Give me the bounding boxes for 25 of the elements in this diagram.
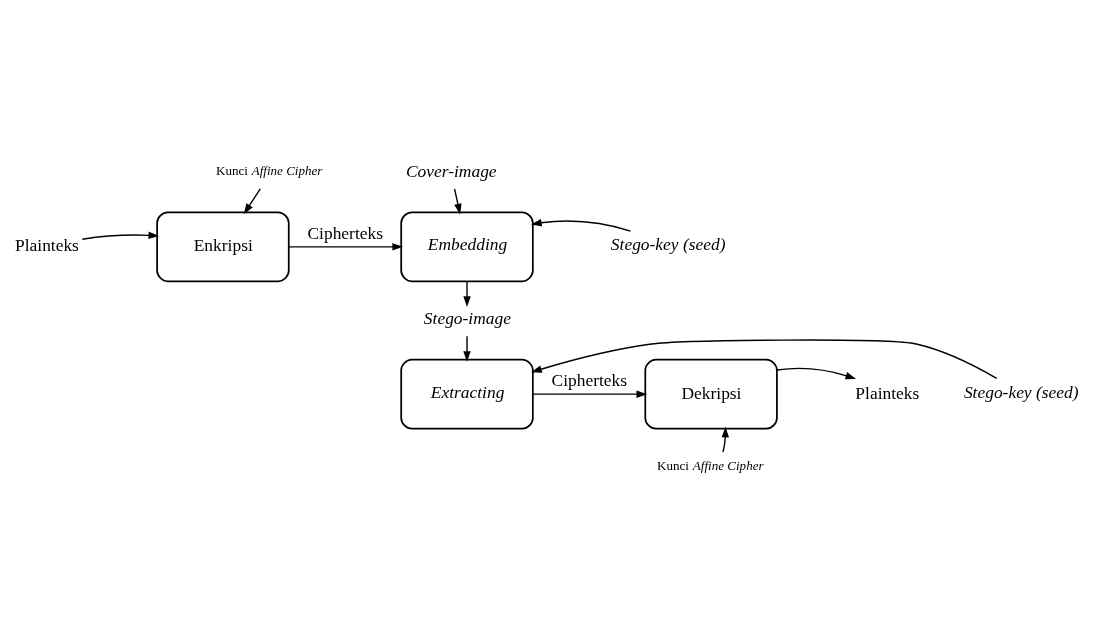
arrow: [81, 231, 160, 240]
arrow: [532, 389, 648, 398]
arrow: [463, 335, 471, 362]
arrow: [776, 367, 857, 379]
node-box: Embedding: [400, 211, 534, 282]
node-box: Dekripsi: [644, 358, 778, 429]
node-text: Kunci Affine Cipher: [657, 457, 764, 473]
node-text: Cover-image: [406, 160, 497, 181]
node-text: Stego-key (seed): [963, 381, 1079, 402]
node-text: Plainteks: [855, 382, 920, 403]
arrow: [721, 426, 730, 453]
arrow: [453, 187, 462, 214]
edge-label: Cipherteks: [307, 222, 383, 243]
arrow: [463, 280, 471, 307]
arrow: [531, 338, 998, 379]
edge-label: Cipherteks: [551, 369, 628, 390]
arrow: [243, 187, 261, 214]
node-text: Kunci Affine Cipher: [215, 162, 323, 178]
arrow: [288, 242, 404, 251]
arrow: [531, 218, 632, 232]
node-text: Stego-image: [423, 307, 511, 328]
node-box: Extracting: [400, 358, 534, 429]
node-text: Stego-key (seed): [610, 233, 726, 254]
node-text: Plainteks: [15, 234, 79, 255]
node-box: Enkripsi: [156, 211, 290, 282]
